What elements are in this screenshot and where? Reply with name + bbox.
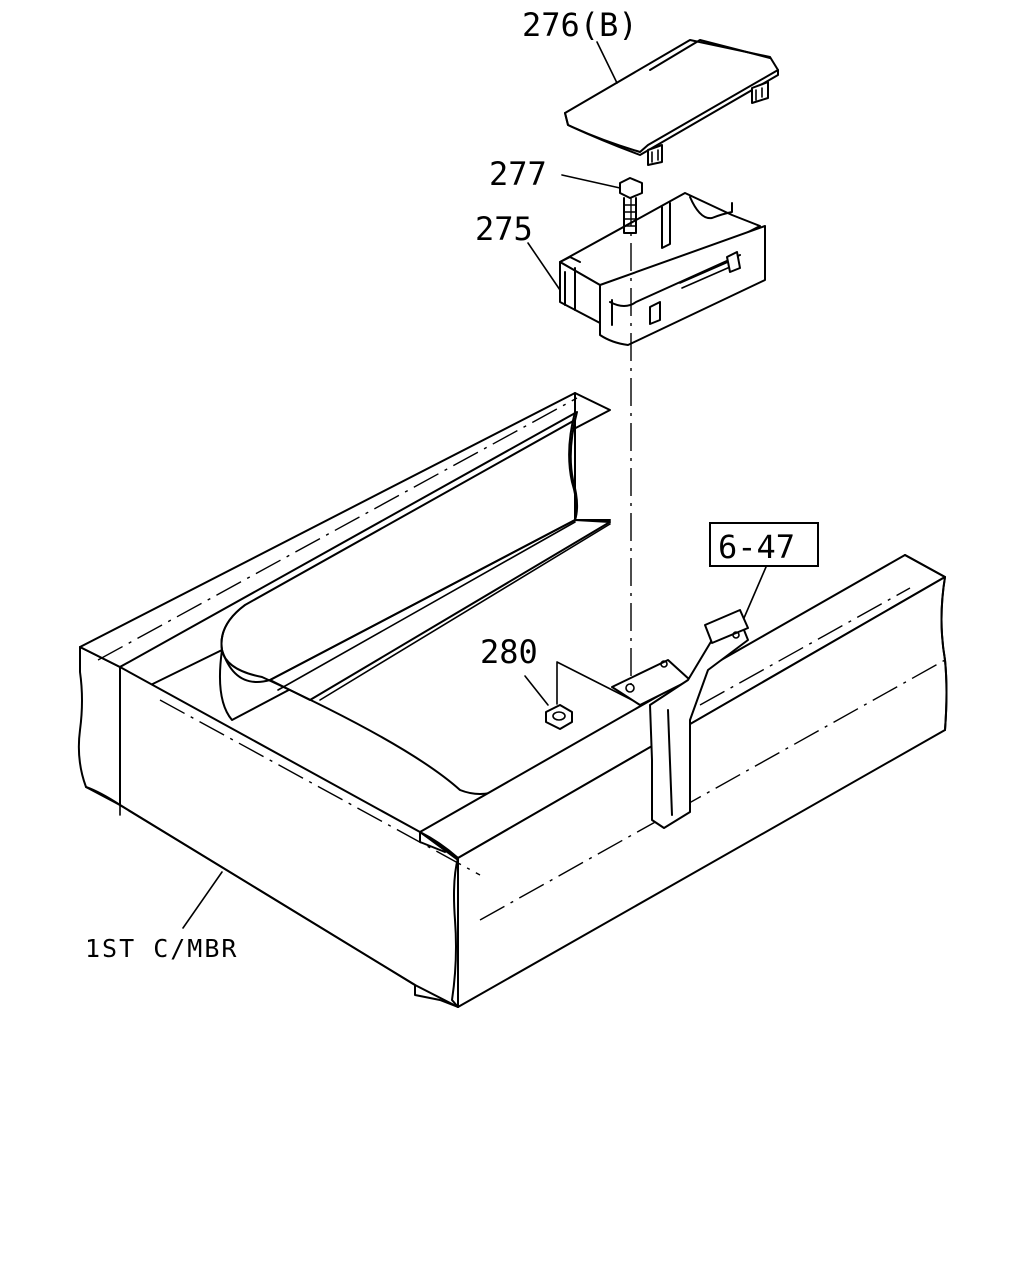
leader-6-47 [743, 566, 767, 619]
leader-280-hook [556, 661, 633, 705]
crossmember [77, 392, 948, 1008]
bolt-277 [619, 177, 643, 234]
label-crossmember: 1ST C/MBR [85, 934, 238, 963]
cover-276b [564, 39, 779, 166]
leader-crossmember [182, 871, 223, 929]
centerline-crossmember-front [159, 699, 481, 876]
callout-276b[interactable]: 276(B) [522, 6, 638, 44]
support-bracket [611, 609, 749, 829]
leader-275 [527, 242, 561, 291]
leader-276b [596, 41, 618, 84]
leader-277 [561, 174, 621, 189]
callout-280[interactable]: 280 [480, 633, 538, 671]
reference-box-6-47[interactable]: 6-47 [709, 522, 819, 567]
callout-275[interactable]: 275 [475, 210, 533, 248]
centerline-side-member-top [699, 587, 911, 706]
nut-280 [545, 704, 573, 730]
callout-6-47[interactable]: 6-47 [718, 528, 795, 566]
callout-277[interactable]: 277 [489, 155, 547, 193]
leader-280 [524, 675, 549, 706]
bracket-275 [559, 192, 766, 346]
centerline-crossmember-top [97, 397, 578, 661]
